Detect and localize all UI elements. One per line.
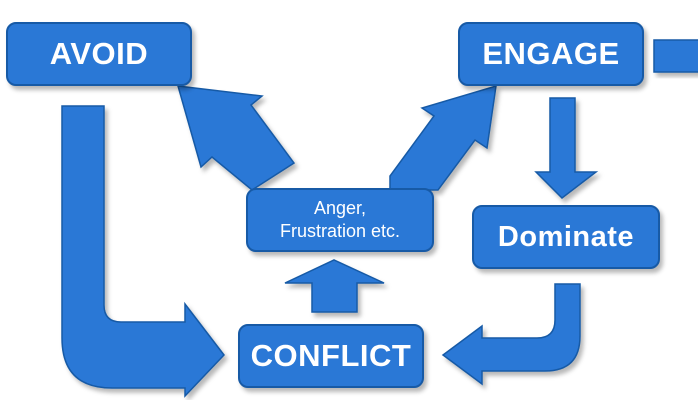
arrow-engage-right-stub [653, 39, 698, 73]
node-anger-text: Anger, Frustration etc. [280, 197, 400, 243]
arrow-engage-to-dominate [534, 97, 599, 199]
node-avoid-label: AVOID [49, 36, 149, 71]
node-engage: ENGAGE [458, 22, 644, 86]
node-avoid: AVOID [6, 22, 192, 86]
node-anger-line-1: Anger, [313, 198, 367, 218]
node-dominate-label: Dominate [497, 220, 635, 253]
node-engage-label: ENGAGE [482, 36, 620, 71]
node-conflict: CONFLICT [238, 324, 424, 388]
arrow-dominate-to-conflict [441, 283, 581, 386]
node-dominate: Dominate [472, 205, 660, 269]
node-anger-line-2: Frustration etc. [279, 221, 401, 241]
node-anger-frustration: Anger, Frustration etc. [246, 188, 434, 252]
arrow-anger-to-avoid [176, 85, 296, 191]
arrow-avoid-to-conflict [61, 105, 225, 398]
arrow-anger-to-engage [389, 84, 497, 191]
arrow-conflict-to-anger [284, 259, 385, 313]
node-conflict-label: CONFLICT [250, 338, 412, 373]
